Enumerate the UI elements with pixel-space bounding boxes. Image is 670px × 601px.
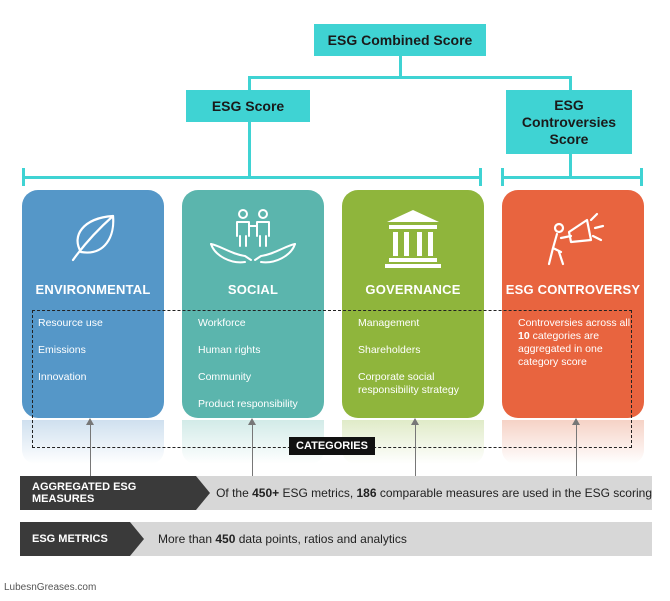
institution-icon: [342, 206, 484, 270]
connector-line: [501, 176, 643, 179]
connector-line: [248, 122, 251, 178]
connector-line: [479, 168, 482, 186]
esg-score-label: ESG Score: [211, 98, 285, 114]
esg-controversies-score-box: ESG Controversies Score: [506, 90, 632, 154]
esg-controversy-card: ESG CONTROVERSY Controversies across all…: [502, 190, 644, 418]
esg-controversy-items: Controversies across all 10 categories a…: [518, 317, 636, 383]
list-item: Emissions: [38, 344, 86, 356]
list-item: Controversies across all 10 categories a…: [518, 317, 631, 368]
arrow-up-icon: [572, 418, 580, 425]
card-reflection: [502, 420, 644, 464]
controversies-line-3: Score: [549, 130, 589, 147]
connector-line: [248, 76, 251, 90]
esg-combined-score-label: ESG Combined Score: [327, 32, 473, 48]
connector-line: [415, 424, 416, 476]
connector-line: [22, 168, 25, 186]
list-item: Human rights: [198, 344, 261, 356]
list-item: Shareholders: [358, 344, 421, 356]
environmental-items: Resource use Emissions Innovation: [38, 317, 156, 398]
esg-metrics-label: ESG METRICS: [20, 522, 144, 556]
esg-controversy-title: ESG CONTROVERSY: [505, 282, 641, 297]
categories-frame: [32, 310, 632, 448]
controversies-line-1: ESG: [554, 96, 584, 113]
connector-line: [90, 424, 91, 476]
governance-title: GOVERNANCE: [365, 282, 461, 297]
social-items: Workforce Human rights Community Product…: [198, 317, 316, 425]
leaf-icon: [22, 206, 164, 270]
people-hands-icon: [182, 206, 324, 270]
megaphone-icon: [502, 206, 644, 270]
list-item: Management: [358, 317, 420, 329]
social-title: SOCIAL: [227, 282, 279, 297]
footer-credit: LubesnGreases.com: [4, 582, 97, 593]
list-item: Workforce: [198, 317, 246, 329]
list-item: Corporate social responsibility strategy: [358, 371, 459, 396]
environmental-card: ENVIRONMENTAL Resource use Emissions Inn…: [22, 190, 164, 418]
card-reflection: [22, 420, 164, 464]
environmental-title: ENVIRONMENTAL: [35, 282, 151, 297]
arrow-up-icon: [86, 418, 94, 425]
list-item: Product responsibility: [198, 398, 298, 410]
connector-line: [576, 424, 577, 476]
arrow-up-icon: [411, 418, 419, 425]
esg-score-box: ESG Score: [186, 90, 310, 122]
controversies-line-2: Controversies: [521, 113, 617, 130]
esg-metrics-bar: ESG METRICS More than 450 data points, r…: [20, 522, 652, 556]
aggregated-measures-text: Of the 450+ ESG metrics, 186 comparable …: [216, 486, 652, 500]
connector-line: [569, 76, 572, 90]
list-item: Resource use: [38, 317, 103, 329]
social-card: SOCIAL Workforce Human rights Community …: [182, 190, 324, 418]
connector-line: [22, 176, 482, 179]
connector-line: [248, 76, 572, 79]
connector-line: [501, 168, 504, 186]
categories-label: CATEGORIES: [289, 437, 375, 455]
aggregated-measures-bar: AGGREGATED ESG MEASURES Of the 450+ ESG …: [20, 476, 652, 510]
connector-line: [399, 56, 402, 78]
esg-combined-score-box: ESG Combined Score: [314, 24, 486, 56]
governance-card: GOVERNANCE Management Shareholders Corpo…: [342, 190, 484, 418]
aggregated-measures-label: AGGREGATED ESG MEASURES: [20, 476, 211, 510]
connector-line: [252, 424, 253, 476]
connector-line: [640, 168, 643, 186]
esg-metrics-text: More than 450 data points, ratios and an…: [158, 532, 407, 546]
list-item: Community: [198, 371, 252, 383]
list-item: Innovation: [38, 371, 87, 383]
arrow-up-icon: [248, 418, 256, 425]
governance-items: Management Shareholders Corporate social…: [358, 317, 476, 411]
connector-line: [569, 154, 572, 178]
